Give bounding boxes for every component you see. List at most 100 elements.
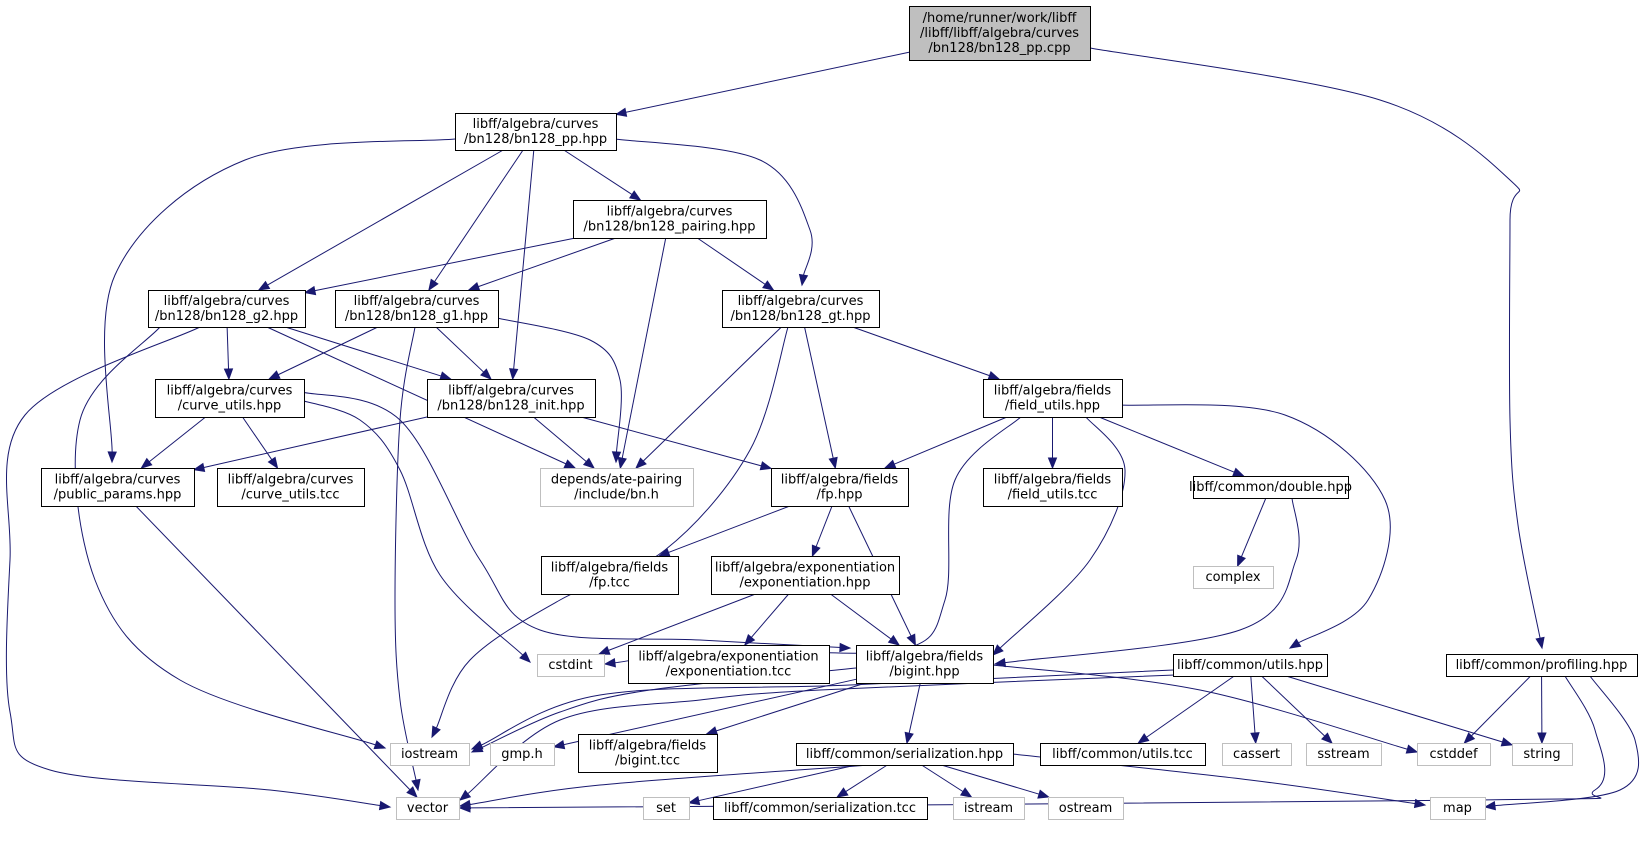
edge-line xyxy=(148,416,206,463)
edge-arrowhead xyxy=(959,787,973,798)
node-label-line: libff/common/profiling.hpp xyxy=(1456,658,1628,673)
edge-line xyxy=(1240,497,1267,558)
edge-arrowhead xyxy=(611,451,622,464)
node-bn128-g2-hpp[interactable]: libff/algebra/curves/bn128/bn128_g2.hpp xyxy=(148,290,306,328)
edge-profiling_hpp-to-map xyxy=(1483,675,1640,811)
edge-arrowhead xyxy=(509,368,519,381)
edge-arrowhead xyxy=(1137,733,1150,744)
edge-line xyxy=(496,317,622,454)
edge-arrowhead xyxy=(257,280,271,291)
node-cassert: cassert xyxy=(1222,743,1292,766)
node-label-line: cstddef xyxy=(1429,747,1478,762)
node-root[interactable]: /home/runner/work/libff/libff/libff/alge… xyxy=(909,6,1091,61)
node-label-line: cassert xyxy=(1233,747,1280,762)
node-exponentiation-hpp[interactable]: libff/algebra/exponentiation/exponentiat… xyxy=(711,556,900,595)
node-cstddef: cstddef xyxy=(1417,743,1491,766)
node-box xyxy=(390,743,470,766)
node-box xyxy=(722,290,880,328)
edge-bn128_g2_hpp-to-curve_utils_hpp xyxy=(223,326,234,381)
node-bn128-gt-hpp[interactable]: libff/algebra/curves/bn128/bn128_gt.hpp xyxy=(722,290,880,328)
edge-arrowhead xyxy=(614,107,628,117)
edge-line xyxy=(1285,675,1504,743)
edge-arrowhead xyxy=(373,740,387,750)
edge-line xyxy=(642,326,782,463)
node-box xyxy=(490,743,555,766)
node-label-line: iostream xyxy=(401,747,458,762)
node-curve-utils-hpp[interactable]: libff/algebra/curves/curve_utils.hpp xyxy=(155,379,305,418)
edge-bn128_g2_hpp-to-bn_h xyxy=(266,326,577,469)
node-fp-hpp[interactable]: libff/algebra/fields/fp.hpp xyxy=(771,468,909,507)
edge-arrowhead xyxy=(467,282,481,291)
node-label-line: /field_utils.tcc xyxy=(1008,488,1098,503)
node-field-utils-tcc[interactable]: libff/algebra/fields/field_utils.tcc xyxy=(983,468,1123,507)
edge-line xyxy=(5,326,382,807)
edge-line xyxy=(941,764,1041,795)
edge-arrowhead xyxy=(904,731,914,745)
edge-line xyxy=(135,505,411,791)
edge-utils_hpp-to-iostream xyxy=(470,669,1174,750)
node-box xyxy=(540,468,694,507)
edge-line xyxy=(614,138,813,277)
edge-utils_hpp-to-vector xyxy=(458,674,1176,801)
edge-utils_hpp-to-string xyxy=(1285,675,1514,747)
edge-arrowhead xyxy=(1413,798,1427,809)
edge-arrowhead xyxy=(267,456,279,470)
node-box xyxy=(396,797,460,820)
node-exponentiation-tcc[interactable]: libff/algebra/exponentiation/exponentiat… xyxy=(628,645,830,684)
edge-bn128_pp_hpp-to-bn128_pairing_hpp xyxy=(563,149,642,201)
edge-arrowhead xyxy=(552,739,566,750)
edge-line xyxy=(468,764,871,806)
node-label-line: libff/algebra/fields xyxy=(994,384,1112,399)
edge-line xyxy=(433,149,524,283)
edge-arrowhead xyxy=(439,371,452,381)
edge-line xyxy=(1003,497,1300,664)
node-utils-hpp[interactable]: libff/common/utils.hpp xyxy=(1173,654,1328,677)
edge-bn128_pairing_hpp-to-bn128_g2_hpp xyxy=(303,237,576,296)
node-complex: complex xyxy=(1193,566,1274,589)
node-bigint-hpp[interactable]: libff/algebra/fields/bigint.hpp xyxy=(856,645,994,684)
edge-field_utils_hpp-to-bigint_hpp xyxy=(992,415,1126,656)
edge-serialization_hpp-to-set xyxy=(687,764,857,806)
node-ostream: ostream xyxy=(1048,797,1124,820)
node-serialization-tcc[interactable]: libff/common/serialization.tcc xyxy=(713,797,928,820)
edge-arrowhead xyxy=(470,740,484,750)
edge-arrowhead xyxy=(705,726,719,736)
edge-arrowhead xyxy=(582,457,596,469)
edge-utils_hpp-to-sstream xyxy=(1261,675,1333,744)
node-double-hpp[interactable]: libff/common/double.hpp xyxy=(1189,476,1352,499)
node-label-line: libff/algebra/curves xyxy=(228,473,354,488)
edge-fp_hpp-to-fp_tcc xyxy=(657,505,791,557)
node-box xyxy=(1193,566,1274,589)
node-profiling-hpp[interactable]: libff/common/profiling.hpp xyxy=(1446,654,1638,677)
node-label-line: /curve_utils.tcc xyxy=(241,488,339,503)
node-bigint-tcc[interactable]: libff/algebra/fields/bigint.tcc xyxy=(578,734,718,773)
node-label-line: libff/algebra/fields xyxy=(866,650,984,665)
node-label-line: libff/algebra/exponentiation xyxy=(638,650,818,665)
edge-arrowhead xyxy=(411,778,421,792)
edge-arrowhead xyxy=(993,657,1007,668)
edge-line xyxy=(533,416,588,463)
node-label-line: /home/runner/work/libff xyxy=(923,11,1078,26)
edge-arrowhead xyxy=(192,462,206,473)
edge-arrowhead xyxy=(458,799,472,810)
node-bn128-pairing-hpp[interactable]: libff/algebra/curves/bn128/bn128_pairing… xyxy=(573,200,767,239)
edge-bigint_hpp-to-cstddef xyxy=(992,664,1419,754)
node-curve-utils-tcc[interactable]: libff/algebra/curves/curve_utils.tcc xyxy=(217,468,365,507)
node-box xyxy=(41,468,195,507)
edge-line xyxy=(394,326,417,782)
node-fp-tcc[interactable]: libff/algebra/fields/fp.tcc xyxy=(541,556,679,595)
node-serialization-hpp[interactable]: libff/common/serialization.hpp xyxy=(796,743,1014,766)
edge-line xyxy=(624,51,910,114)
node-utils-tcc[interactable]: libff/common/utils.tcc xyxy=(1040,743,1206,766)
node-istream: istream xyxy=(953,797,1025,820)
node-box xyxy=(1417,743,1491,766)
node-public-params-hpp[interactable]: libff/algebra/curves/public_params.hpp xyxy=(41,468,195,507)
node-bn128-init-hpp[interactable]: libff/algebra/curves/bn128/bn128_init.hp… xyxy=(427,379,596,418)
node-label-line: libff/algebra/curves xyxy=(164,294,290,309)
node-bn128-g1-hpp[interactable]: libff/algebra/curves/bn128/bn128_g1.hpp xyxy=(335,290,499,328)
node-map: map xyxy=(1430,797,1486,820)
node-set: set xyxy=(643,797,690,820)
node-field-utils-hpp[interactable]: libff/algebra/fields/field_utils.hpp xyxy=(983,379,1123,418)
node-bn128-pp-hpp[interactable]: libff/algebra/curves/bn128/bn128_pp.hpp xyxy=(455,113,617,151)
